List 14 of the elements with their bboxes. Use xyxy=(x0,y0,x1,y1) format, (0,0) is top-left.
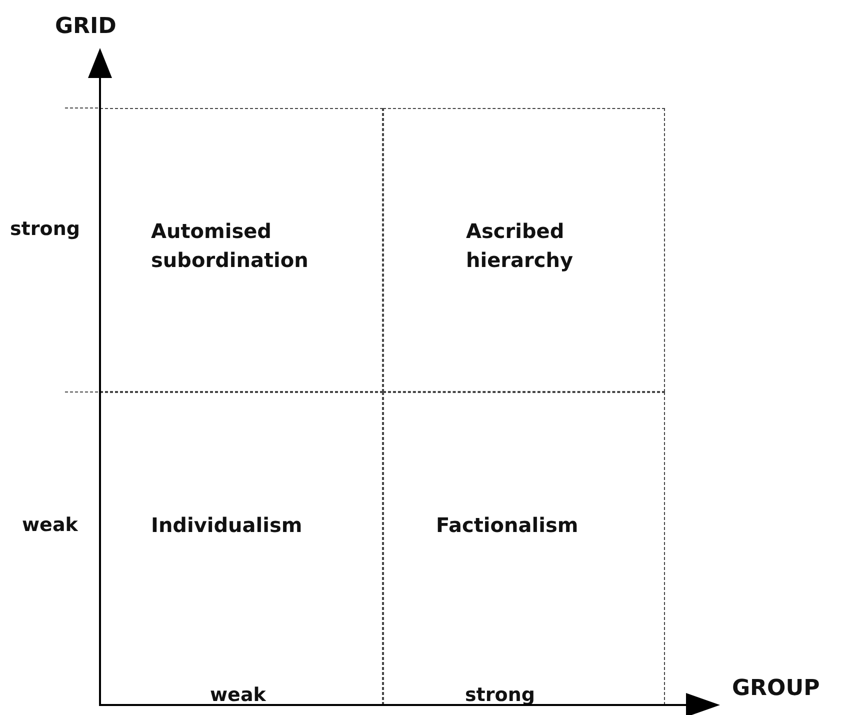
quadrant-label: Automised subordination xyxy=(151,218,310,274)
axis-tick-label: strong xyxy=(10,218,80,240)
quadrant-label: Individualism xyxy=(151,512,304,539)
axis-title: GRID xyxy=(55,14,116,39)
axis-tick-label: strong xyxy=(465,684,535,706)
quadrant xyxy=(383,108,665,392)
quadrant xyxy=(100,392,383,705)
axis-tick-label: weak xyxy=(22,514,78,536)
quadrant-label: Ascribed hierarchy xyxy=(466,218,574,274)
quadrant-label: Factionalism xyxy=(436,512,580,539)
quadrant xyxy=(100,108,383,392)
axis-tick-label: weak xyxy=(210,684,266,706)
axis-title: GROUP xyxy=(732,676,820,701)
quadrant xyxy=(383,392,665,705)
